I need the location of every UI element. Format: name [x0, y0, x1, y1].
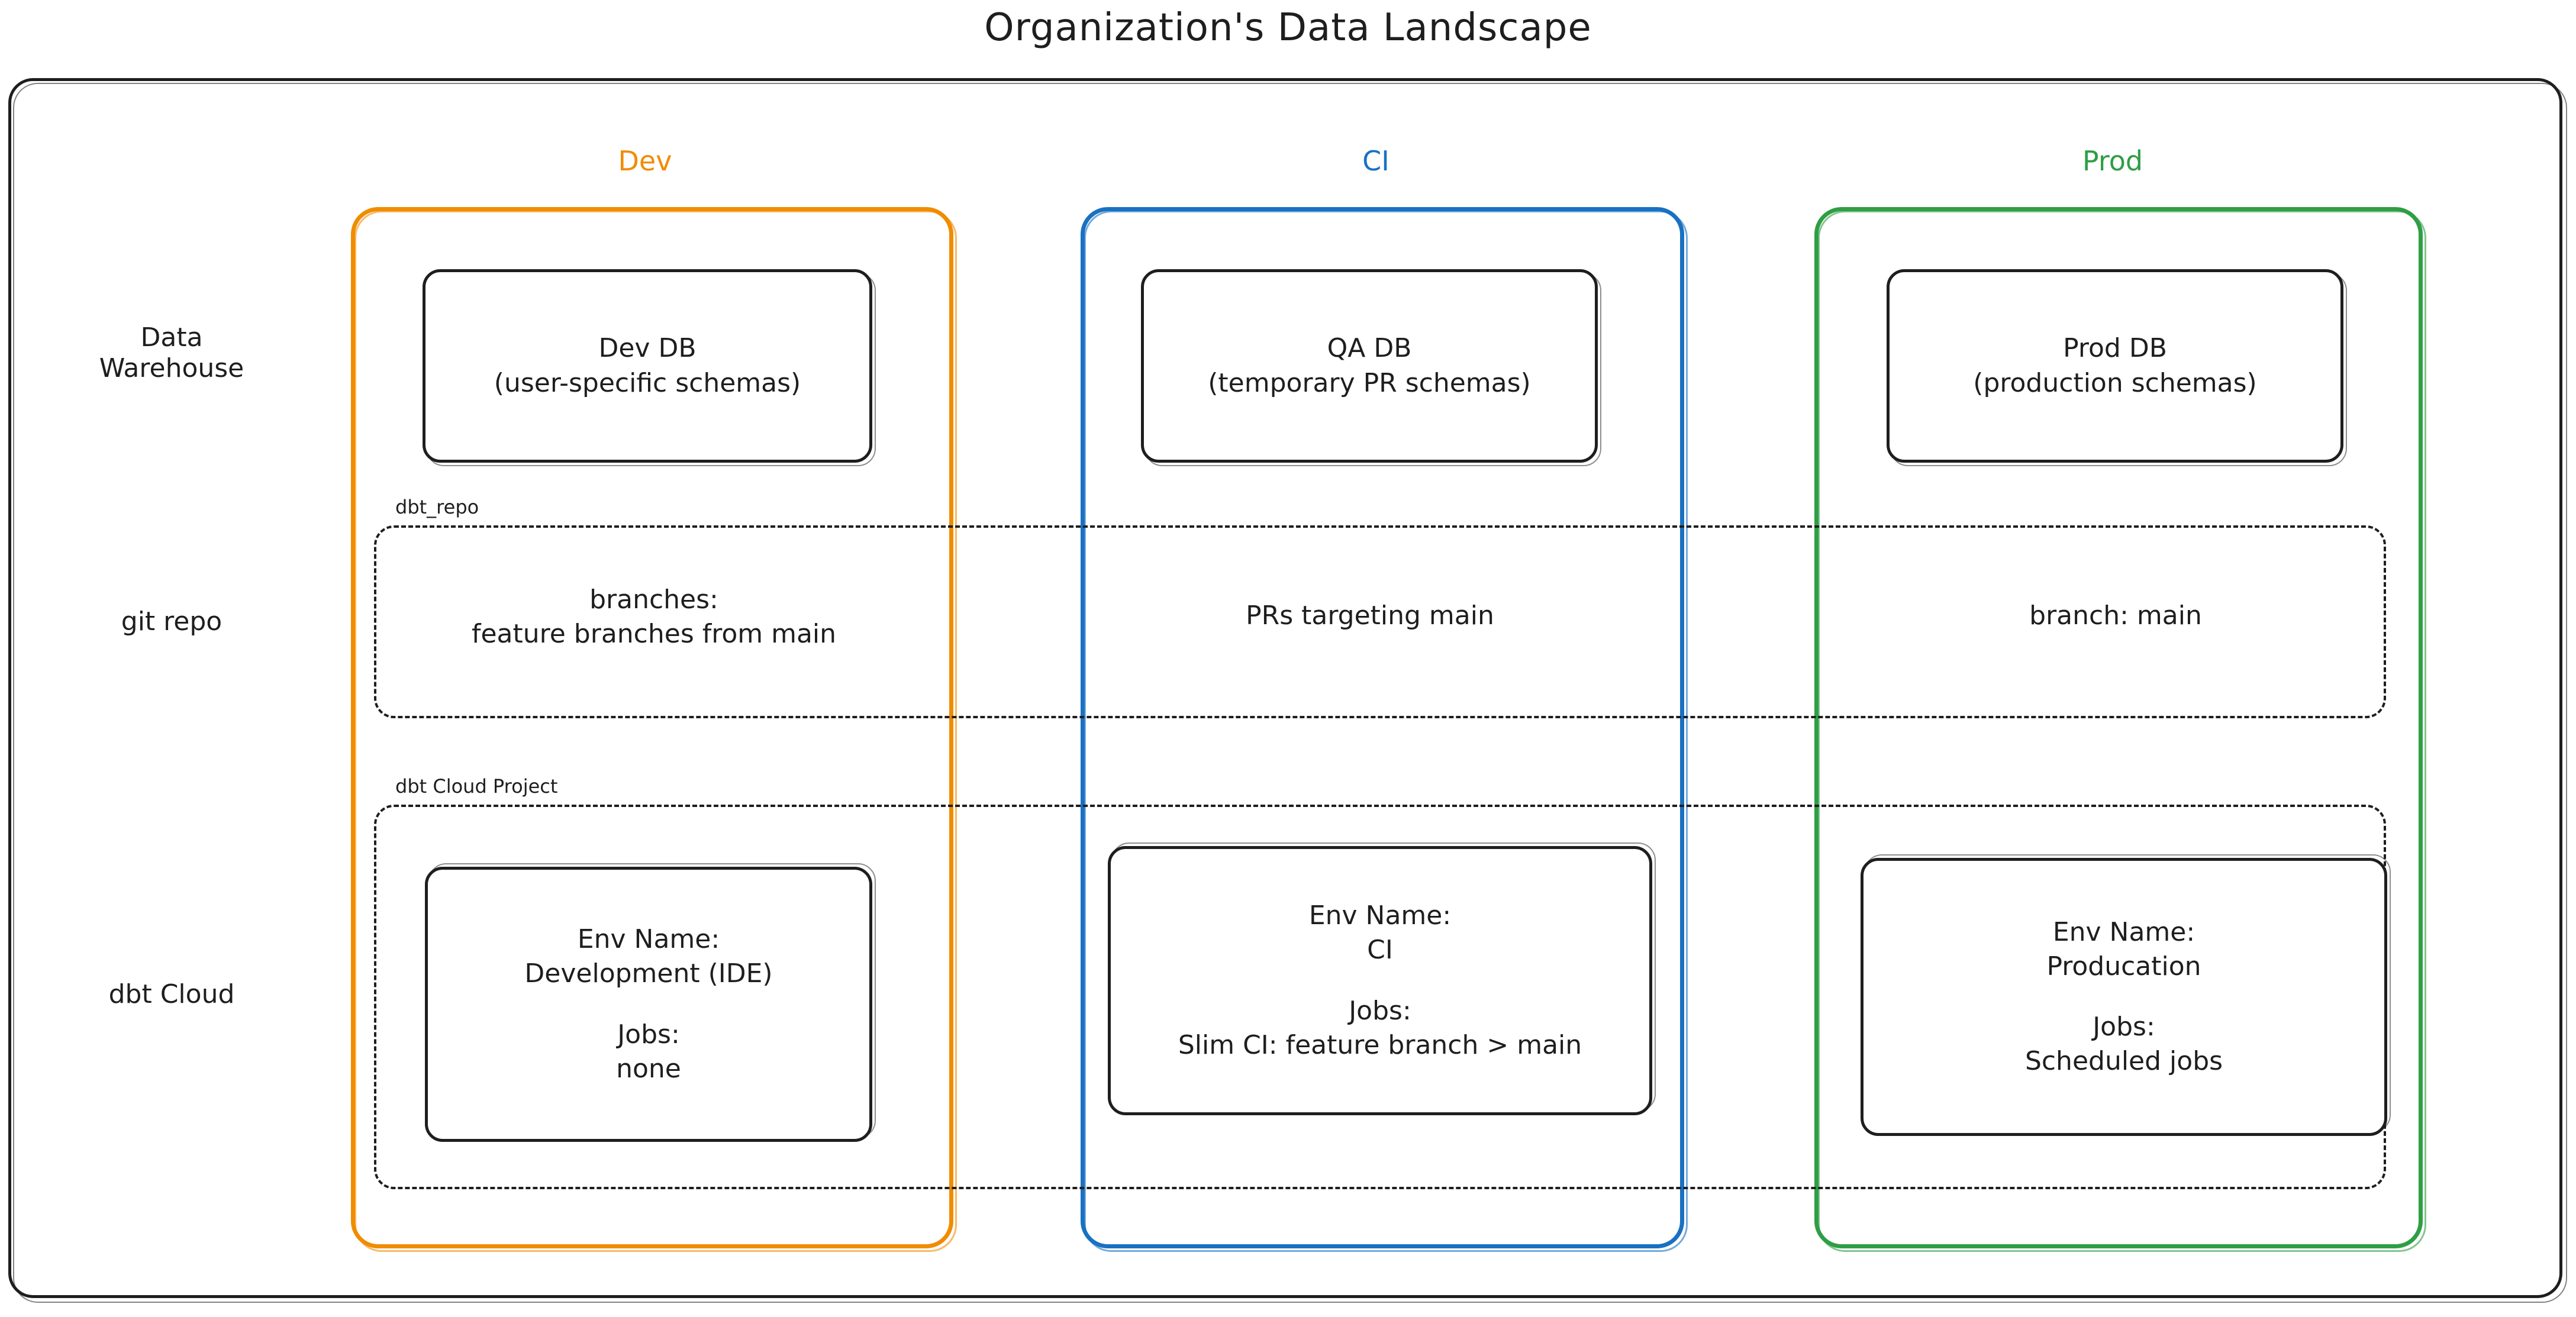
node-dev-db-line1: Dev DB: [598, 333, 697, 364]
git-text-dev-line1: branches:: [589, 585, 718, 615]
dashed-band-label-dbt-cloud-project: dbt Cloud Project: [395, 775, 558, 798]
node-prod-cloud-jobs-label: Jobs:: [2093, 1012, 2155, 1042]
page-title: Organization's Data Landscape: [984, 6, 1592, 50]
column-header-ci: CI: [1362, 145, 1389, 177]
node-ci-cloud-env-label: Env Name:: [1308, 900, 1452, 931]
env-column-dev-outline-ghost: [354, 211, 957, 1252]
node-dev-cloud-env-label: Env Name:: [577, 924, 720, 955]
node-prod-cloud-env-value: Producation: [2046, 951, 2201, 982]
row-label-data-warehouse: Data Warehouse: [36, 322, 308, 384]
node-ci-cloud-env[interactable]: Env Name: CI Jobs: Slim CI: feature bran…: [1108, 846, 1652, 1115]
column-header-dev: Dev: [618, 145, 672, 177]
node-dev-cloud-jobs-label: Jobs:: [617, 1019, 680, 1050]
node-qa-db-line2: (temporary PR schemas): [1208, 367, 1531, 398]
row-label-git-repo-line1: git repo: [121, 606, 223, 637]
node-prod-db-line1: Prod DB: [2063, 333, 2167, 364]
dashed-band-label-git-repo: dbt_repo: [395, 496, 479, 518]
row-label-data-warehouse-line2: Warehouse: [99, 353, 244, 383]
git-text-prod: branch: main: [1858, 599, 2373, 633]
node-prod-cloud-env[interactable]: Env Name: Producation Jobs: Scheduled jo…: [1861, 858, 2387, 1136]
env-column-dev[interactable]: [351, 207, 953, 1248]
git-text-prod-line1: branch: main: [2029, 601, 2202, 631]
git-text-ci-line1: PRs targeting main: [1246, 601, 1494, 631]
node-qa-db[interactable]: QA DB (temporary PR schemas): [1141, 269, 1598, 463]
dashed-band-git-repo[interactable]: [374, 525, 2386, 718]
node-ci-cloud-jobs-value: Slim CI: feature branch > main: [1178, 1029, 1582, 1060]
git-text-ci: PRs targeting main: [1113, 599, 1627, 633]
node-dev-cloud-env-value: Development (IDE): [524, 958, 773, 989]
env-column-ci[interactable]: [1081, 207, 1684, 1248]
node-prod-db-line2: (production schemas): [1973, 367, 2257, 398]
node-ci-cloud-env-value: CI: [1367, 935, 1393, 966]
env-column-prod-outline-ghost: [1818, 211, 2426, 1252]
node-dev-cloud-env[interactable]: Env Name: Development (IDE) Jobs: none: [425, 867, 872, 1142]
node-dev-cloud-jobs-value: none: [616, 1053, 681, 1084]
git-text-dev-line2: feature branches from main: [471, 619, 837, 650]
row-label-git-repo: git repo: [36, 606, 308, 637]
outer-frame-shadow: [13, 83, 2567, 1303]
node-dev-db-line2: (user-specific schemas): [494, 367, 801, 398]
node-qa-db-line1: QA DB: [1327, 333, 1412, 364]
row-label-dbt-cloud: dbt Cloud: [36, 979, 308, 1010]
node-prod-cloud-jobs-value: Scheduled jobs: [2024, 1046, 2223, 1077]
env-column-prod[interactable]: [1814, 207, 2423, 1248]
row-label-data-warehouse-line1: Data: [140, 322, 203, 353]
node-dev-db[interactable]: Dev DB (user-specific schemas): [423, 269, 872, 463]
node-ci-cloud-jobs-label: Jobs:: [1349, 995, 1411, 1026]
node-prod-cloud-env-label: Env Name:: [2052, 916, 2195, 947]
outer-frame: [8, 78, 2562, 1298]
column-header-prod: Prod: [2082, 145, 2143, 177]
row-label-dbt-cloud-line1: dbt Cloud: [108, 979, 235, 1009]
git-text-dev: branches: feature branches from main: [379, 583, 929, 651]
env-column-ci-outline-ghost: [1084, 211, 1688, 1252]
node-prod-db[interactable]: Prod DB (production schemas): [1887, 269, 2343, 463]
